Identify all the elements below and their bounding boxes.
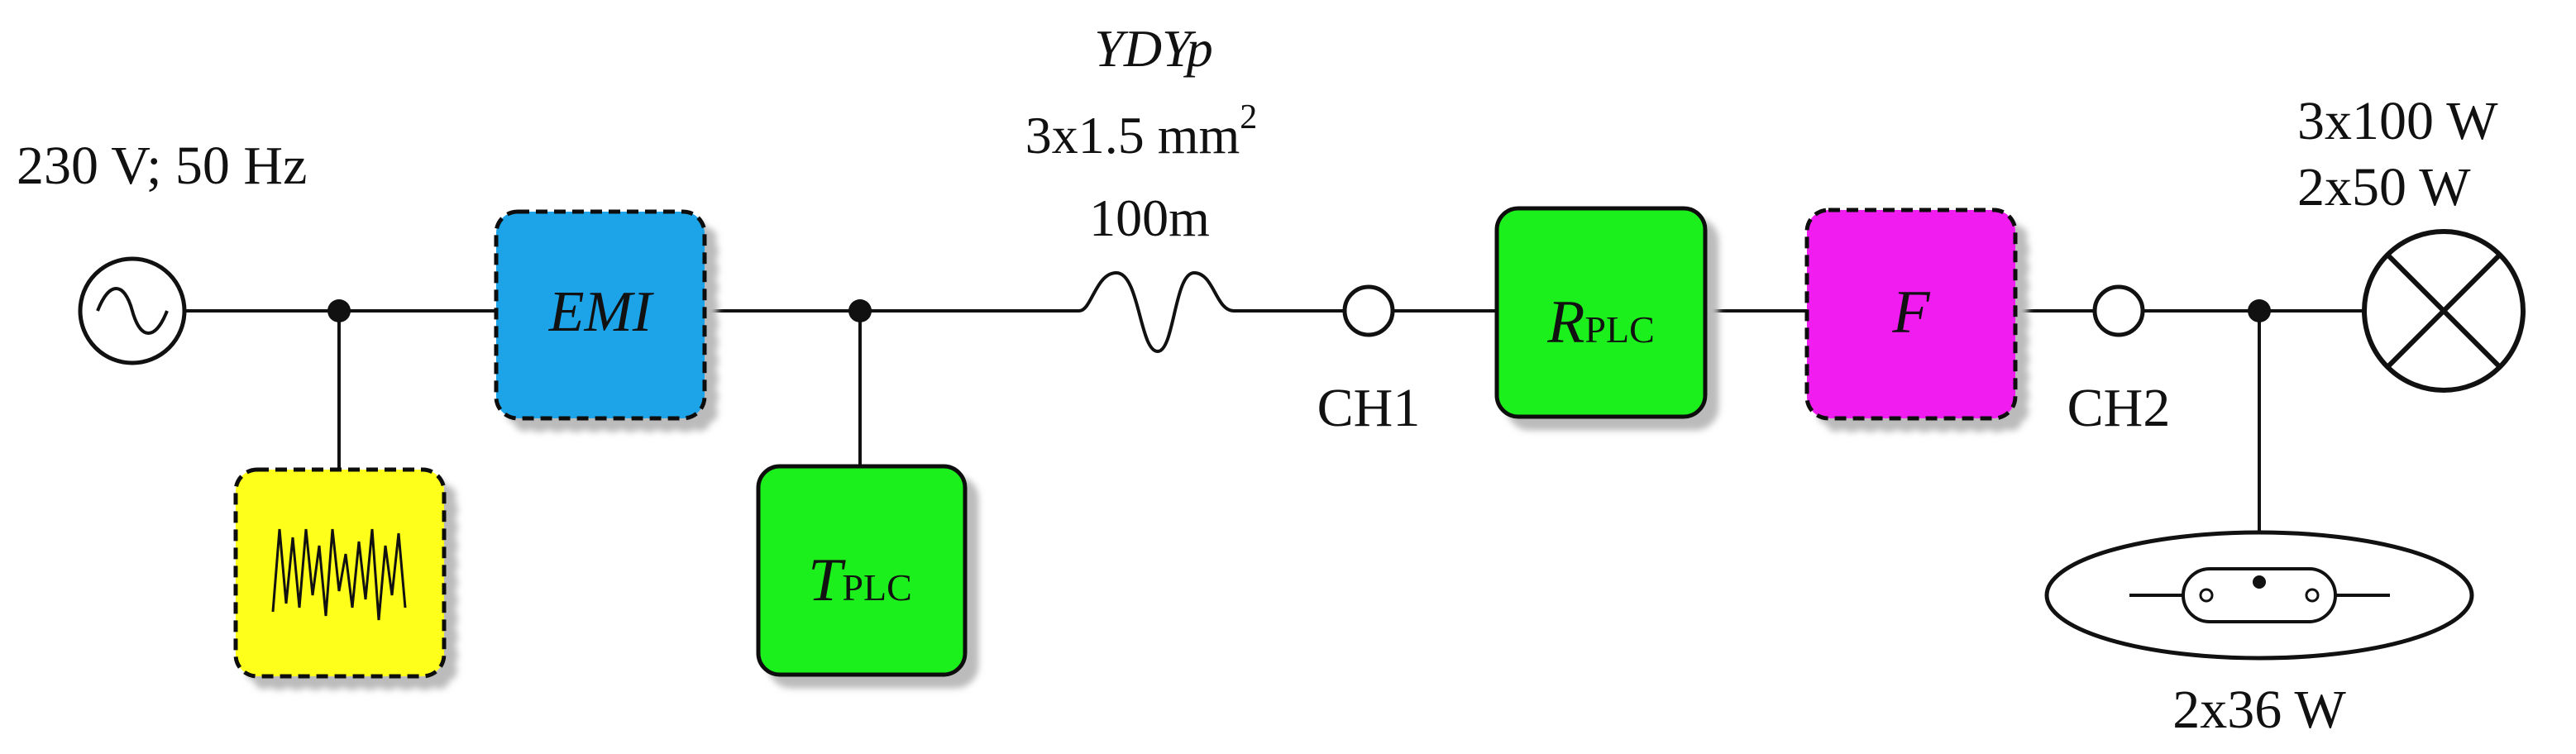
lamp-icon xyxy=(2362,229,2526,393)
cable-length-label: 100m xyxy=(1089,188,1210,247)
fluorescent-load-label: 2x36 W xyxy=(2172,680,2346,740)
transmitter-block: TPLC xyxy=(756,464,968,677)
ac-source-icon xyxy=(78,256,187,365)
ch2-label: CH2 xyxy=(2067,378,2171,438)
cable-cross-section-label: 3x1.5 mm2 xyxy=(1025,98,1258,165)
ch1-label: CH1 xyxy=(1317,378,1421,438)
source-label: 230 V; 50 Hz xyxy=(17,136,307,196)
junction-dot xyxy=(2248,299,2271,322)
lamp-load-label-1: 3x100 W xyxy=(2297,91,2498,151)
ch2-probe-point xyxy=(2092,284,2145,337)
fluorescent-lamp-icon xyxy=(2044,530,2474,661)
cable-type-label: YDYp xyxy=(1094,19,1213,78)
ch1-probe-point xyxy=(1342,284,1395,337)
filter-block: F xyxy=(1804,208,2018,421)
receiver-label: RPLC xyxy=(1546,289,1655,356)
lamp-load-label-2: 2x50 W xyxy=(2297,157,2471,217)
emi-block: EMI xyxy=(494,209,707,421)
noise-waveform-icon xyxy=(271,528,407,621)
junction-dot xyxy=(327,299,351,322)
emi-label: EMI xyxy=(548,280,655,344)
receiver-block: RPLC xyxy=(1494,206,1708,419)
noise-source-block xyxy=(233,467,447,679)
transmitter-label: TPLC xyxy=(808,546,912,614)
junction-dot xyxy=(848,299,872,322)
cable-icon xyxy=(1078,270,1235,354)
filter-label: F xyxy=(1891,279,1930,346)
